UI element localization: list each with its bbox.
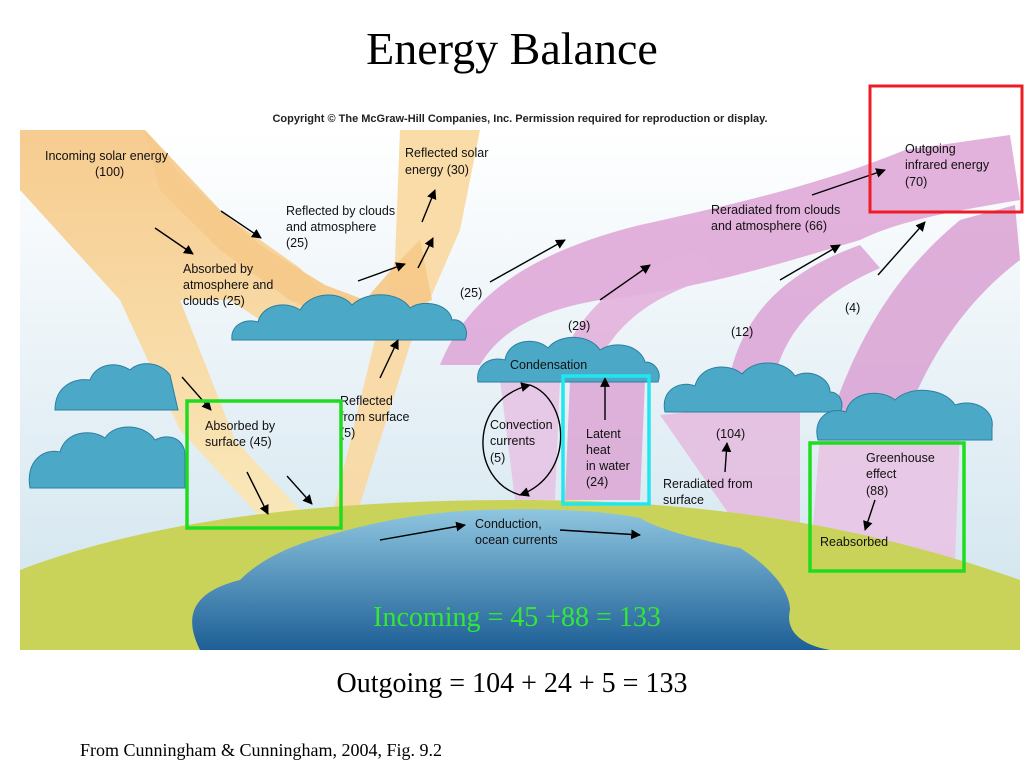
label-condensation: Condensation	[510, 358, 587, 372]
incoming-solar-band	[20, 130, 330, 528]
highlight-latent-heat	[561, 374, 651, 506]
label-104: (104)	[716, 427, 745, 441]
slide-title: Energy Balance	[366, 23, 658, 74]
label-greenhouse: Greenhouse effect (88)	[866, 451, 938, 498]
ir-band-29	[565, 250, 720, 350]
label-incoming-solar: Incoming solar energy (100)	[45, 149, 171, 179]
cloud-right-middle	[663, 362, 843, 413]
cloud-right	[816, 389, 993, 441]
cloud-left-bottom	[28, 426, 186, 489]
label-reflected-solar: Reflected solar energy (30)	[405, 146, 492, 177]
greenhouse-band	[810, 430, 960, 565]
label-outgoing-ir: Outgoing infrared energy (70)	[905, 142, 993, 189]
label-convection: Convection currents (5)	[490, 418, 556, 465]
flow-arrows	[154, 168, 926, 541]
label-12: (12)	[731, 325, 753, 339]
outgoing-ir-band	[440, 135, 1020, 365]
cloud-left-top	[54, 363, 179, 411]
label-reradiated-clouds: Reradiated from clouds and atmosphere (6…	[711, 203, 844, 233]
incoming-equation: Incoming = 45 +88 = 133	[373, 602, 661, 633]
cloud-condensation	[477, 336, 660, 383]
outgoing-equation: Outgoing = 104 + 24 + 5 = 133	[336, 668, 688, 699]
highlight-outgoing-ir	[868, 84, 1024, 214]
label-reflected-clouds: Reflected by clouds and atmosphere (25)	[286, 204, 399, 250]
ir-band-reradiated-surface	[660, 400, 800, 530]
source-citation: From Cunningham & Cunningham, 2004, Fig.…	[80, 740, 443, 760]
label-absorbed-surface: Absorbed by surface (45)	[205, 419, 279, 449]
label-reradiated-surface: Reradiated from surface	[663, 477, 756, 507]
label-reabsorbed: Reabsorbed	[820, 535, 888, 549]
label-4: (4)	[845, 301, 860, 315]
copyright-notice: Copyright © The McGraw-Hill Companies, I…	[272, 113, 768, 125]
earth-ocean	[192, 509, 830, 650]
label-absorbed-atmosphere: Absorbed by atmosphere and clouds (25)	[183, 262, 277, 308]
label-conduction: Conduction, ocean currents	[475, 517, 558, 547]
label-29: (29)	[568, 319, 590, 333]
label-reflected-surface: Reflected from surface (5)	[340, 394, 413, 440]
highlight-greenhouse	[808, 441, 966, 573]
latent-heat-band	[565, 380, 645, 500]
ir-band-4	[830, 205, 1020, 420]
highlight-absorbed-surface	[185, 399, 343, 530]
ir-band-12	[730, 245, 880, 375]
convection-band	[500, 380, 560, 500]
cloud-upper-middle	[231, 294, 467, 341]
label-latent-heat: Latent heat in water (24)	[586, 427, 633, 489]
label-25: (25)	[460, 286, 482, 300]
